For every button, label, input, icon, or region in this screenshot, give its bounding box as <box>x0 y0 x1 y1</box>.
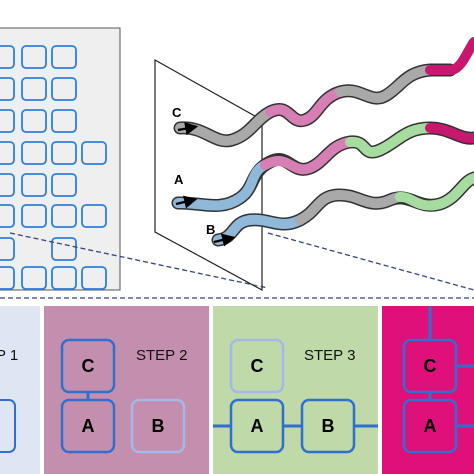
step-1-title: P 1 <box>0 347 18 364</box>
step-3-panel: STEP 3 C A B <box>213 306 378 474</box>
grid-square <box>51 237 77 261</box>
step-3-box-c <box>229 338 285 394</box>
grid-square <box>21 266 47 290</box>
strand-a-magenta <box>425 123 474 144</box>
strand-b-green <box>395 173 474 211</box>
arrow-a-icon <box>175 195 198 209</box>
step-1-bg <box>0 306 40 474</box>
grid-square <box>0 173 15 197</box>
dashed-guide-left <box>9 232 269 289</box>
grid-square <box>0 237 15 261</box>
grid-square <box>51 45 77 69</box>
strand-c-grey-b <box>335 65 435 103</box>
grid-square <box>81 204 107 228</box>
label-b: B <box>206 222 215 237</box>
strand-c-magenta <box>425 37 474 75</box>
arrow-b-icon <box>213 233 236 247</box>
step-3-title: STEP 3 <box>304 347 355 364</box>
grid-square <box>21 109 47 133</box>
grid-square <box>0 204 15 228</box>
grid-square <box>0 266 15 290</box>
step-2-panel: STEP 2 C A B <box>44 306 209 474</box>
grid-square <box>0 141 15 165</box>
strand-a-pink <box>260 137 355 175</box>
grid-square <box>21 77 47 101</box>
grid-square <box>51 141 77 165</box>
step-3-letter-c: C <box>251 356 264 376</box>
step-2-letter-c: C <box>82 356 95 376</box>
step-2-box-b <box>130 398 186 454</box>
step-2-box-a <box>60 398 116 454</box>
step-3-letter-b: B <box>322 416 335 436</box>
grid-square <box>21 204 47 228</box>
grid-square <box>0 109 15 133</box>
grid-square <box>51 204 77 228</box>
grid-square <box>81 266 107 290</box>
step-4-letter-c: C <box>424 356 437 376</box>
cross-section-plane <box>154 58 263 292</box>
grid-square <box>51 109 77 133</box>
grid-square <box>21 141 47 165</box>
step-panels: P 1 STEP 2 C A B STEP 3 C A B <box>0 306 474 474</box>
grid-squares <box>0 45 107 290</box>
strand-c-pink <box>265 87 345 126</box>
step-1-box <box>0 399 16 453</box>
strand-a-green <box>345 123 435 157</box>
step-2-letter-a: A <box>82 416 95 436</box>
strand-c <box>173 37 474 148</box>
label-a: A <box>174 172 184 187</box>
step-4-panel: C A <box>382 306 474 474</box>
label-c: C <box>172 105 182 120</box>
grid-square <box>21 173 47 197</box>
arrow-c-icon <box>177 122 199 136</box>
grid-square <box>0 45 15 69</box>
step-3-letter-a: A <box>251 416 264 436</box>
grid-square <box>51 266 77 290</box>
grid-square <box>0 77 15 101</box>
grid-square <box>51 173 77 197</box>
grid-square <box>51 77 77 101</box>
grid-square <box>21 45 47 69</box>
grid-panel <box>0 27 121 291</box>
step-2-title: STEP 2 <box>136 347 187 364</box>
step-1-panel: P 1 <box>0 306 40 474</box>
grid-square <box>81 141 107 165</box>
strand-labels: C A B <box>172 105 236 247</box>
step-4-letter-a: A <box>424 416 437 436</box>
dashed-guide-right <box>267 232 474 291</box>
step-2-letter-b: B <box>152 416 165 436</box>
